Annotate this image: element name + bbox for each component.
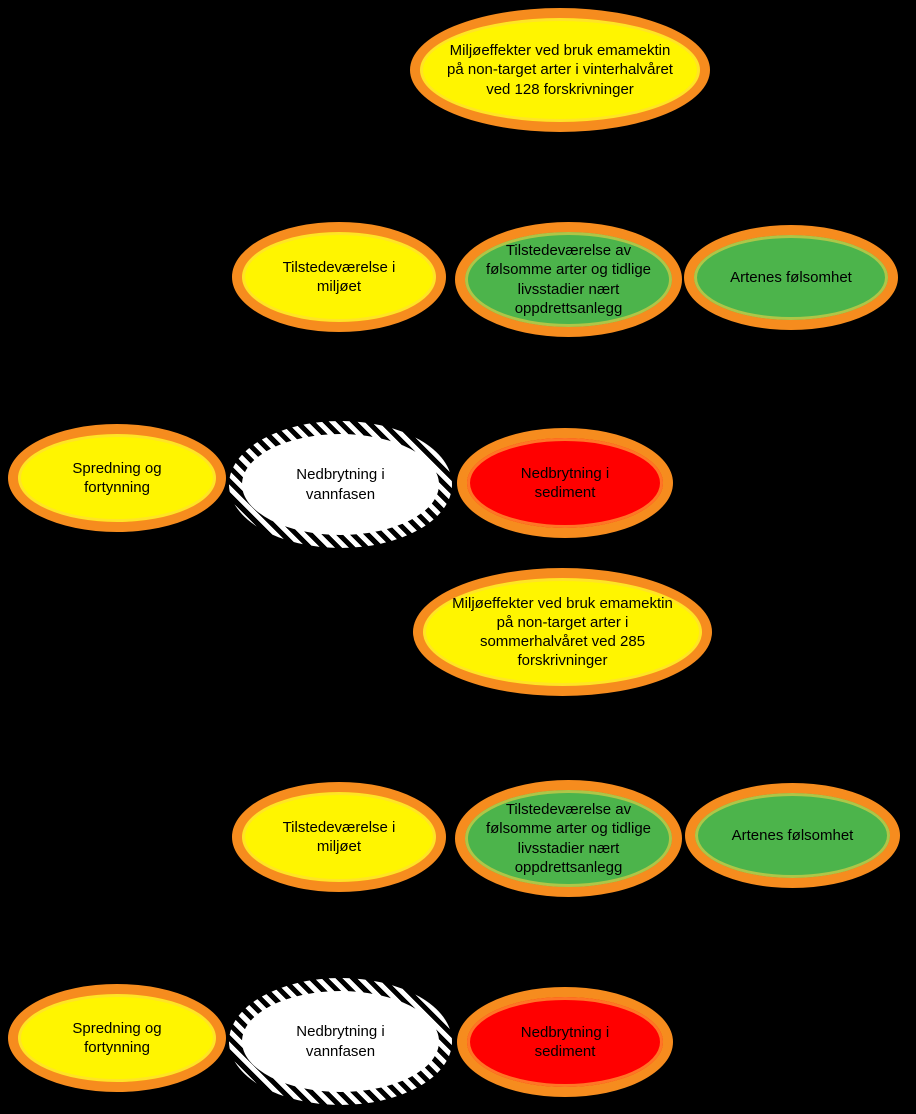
node-label: Spredning og fortynning (72, 1019, 162, 1056)
node-artenes-folsomhet-sommer: Artenes følsomhet (685, 783, 900, 888)
hatched-ellipse-inner: Nedbrytning i vannfasen (242, 434, 439, 535)
node-artenes-folsomhet-vinter: Artenes følsomhet (684, 225, 898, 330)
hatched-ellipse-inner: Nedbrytning i vannfasen (242, 991, 439, 1092)
node-label: Miljøeffekter ved bruk emamektin på non-… (452, 594, 673, 670)
node-label: Artenes følsomhet (730, 268, 852, 286)
node-nedbrytning-sediment-sommer: Nedbrytning i sediment (457, 987, 673, 1097)
node-tilstedevaerelse-i-miljoet-sommer: Tilstedeværelse i miljøet (232, 782, 446, 892)
node-label: Nedbrytning i sediment (520, 1023, 610, 1060)
node-label: Tilstedeværelse i miljøet (282, 818, 396, 855)
node-label: Nedbrytning i vannfasen (296, 466, 385, 503)
node-label: Tilstedeværelse av følsomme arter og tid… (485, 242, 652, 317)
node-label: Tilstedeværelse i miljøet (282, 258, 396, 295)
node-nedbrytning-sediment-vinter: Nedbrytning i sediment (457, 428, 673, 538)
node-folsomme-arter-livsstadier-vinter: Tilstedeværelse av følsomme arter og tid… (455, 222, 682, 337)
node-miljoeffekter-vinterhalvaret: Miljøeffekter ved bruk emamektin på non-… (410, 8, 710, 132)
node-label: Miljøeffekter ved bruk emamektin på non-… (447, 42, 673, 98)
node-tilstedevaerelse-i-miljoet-vinter: Tilstedeværelse i miljøet (232, 222, 446, 332)
node-label: Spredning og fortynning (72, 459, 162, 496)
node-nedbrytning-vannfasen-sommer: Nedbrytning i vannfasen (229, 978, 452, 1105)
node-label: Tilstedeværelse av følsomme arter og tid… (485, 801, 652, 876)
node-miljoeffekter-sommerhalvaret: Miljøeffekter ved bruk emamektin på non-… (413, 568, 712, 696)
node-folsomme-arter-livsstadier-sommer: Tilstedeværelse av følsomme arter og tid… (455, 780, 682, 897)
node-spredning-fortynning-vinter: Spredning og fortynning (8, 424, 226, 532)
node-label: Nedbrytning i sediment (520, 464, 610, 501)
node-label: Artenes følsomhet (731, 826, 854, 844)
node-spredning-fortynning-sommer: Spredning og fortynning (8, 984, 226, 1092)
node-label: Nedbrytning i vannfasen (296, 1023, 385, 1060)
node-nedbrytning-vannfasen-vinter: Nedbrytning i vannfasen (229, 421, 452, 548)
